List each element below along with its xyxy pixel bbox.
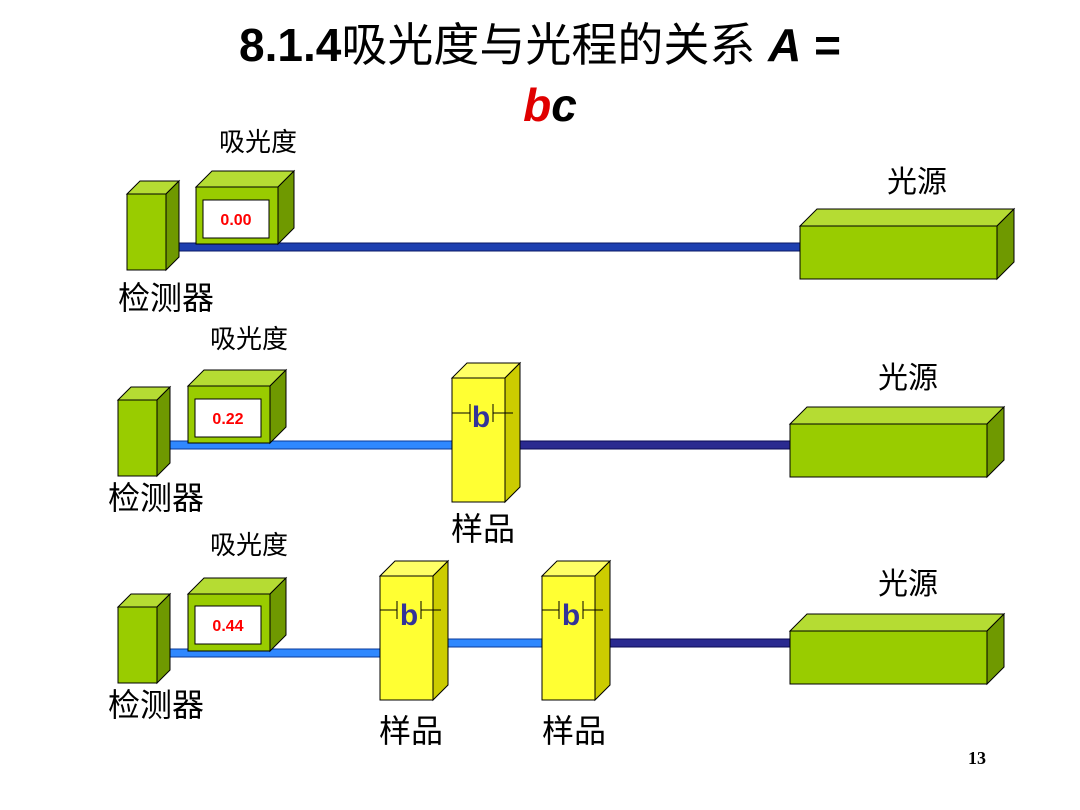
sample-cuvette: b: [450, 361, 522, 504]
sample-cuvette: b: [540, 559, 612, 702]
row-3: 0.44 b b: [116, 559, 1006, 702]
light-source-box: [788, 612, 1006, 686]
readout-display: [194, 605, 262, 645]
title-equals: =: [814, 19, 841, 71]
light-source-box: [788, 405, 1006, 479]
row-1: 0.00: [125, 169, 1016, 281]
detector-box: [125, 179, 181, 272]
readout-display: [194, 398, 262, 438]
light-source-box: [798, 207, 1016, 281]
row-2: 0.22 b: [116, 361, 1006, 504]
absorbance-meter: 0.44: [186, 576, 288, 653]
sample-label: 样品: [379, 712, 444, 750]
light-beam-attenuated: [440, 638, 543, 648]
sample-label: 样品: [451, 510, 516, 548]
absorbance-label: 吸光度: [210, 325, 289, 355]
detector-label: 检测器: [108, 479, 205, 517]
title-text: 吸光度与光程的关系: [341, 18, 756, 72]
title-variable-c: c: [551, 79, 577, 131]
light-source-label: 光源: [878, 567, 938, 602]
title-variable-a: A: [768, 19, 802, 71]
readout-display: [202, 199, 270, 239]
absorbance-label: 吸光度: [210, 531, 289, 561]
sample-label: 样品: [542, 712, 607, 750]
light-beam: [512, 440, 794, 450]
slide-title-line-2: bc: [10, 82, 1080, 128]
light-source-label: 光源: [887, 165, 947, 200]
absorbance-readout: 0.44: [212, 618, 243, 635]
path-length-label: b: [562, 599, 580, 632]
path-length-label: b: [400, 599, 418, 632]
title-section-number: 8.1.4: [239, 19, 342, 71]
absorbance-label: 吸光度: [219, 128, 298, 158]
absorbance-readout: 0.22: [212, 411, 243, 428]
title-variable-b: b: [523, 79, 552, 131]
detector-box: [116, 385, 172, 478]
detector-box: [116, 592, 172, 685]
page-number: 13: [968, 748, 986, 768]
absorbance-readout: 0.00: [220, 212, 251, 229]
light-beam: [602, 638, 793, 648]
slide-title-line-1: 8.1.4吸光度与光程的关系 A =: [0, 22, 1080, 68]
light-source-label: 光源: [878, 361, 938, 396]
absorbance-meter: 0.22: [186, 368, 288, 445]
absorbance-meter: 0.00: [194, 169, 296, 246]
detector-label: 检测器: [118, 279, 215, 317]
path-length-label: b: [472, 401, 490, 434]
sample-cuvette: b: [378, 559, 450, 702]
detector-label: 检测器: [108, 686, 205, 724]
